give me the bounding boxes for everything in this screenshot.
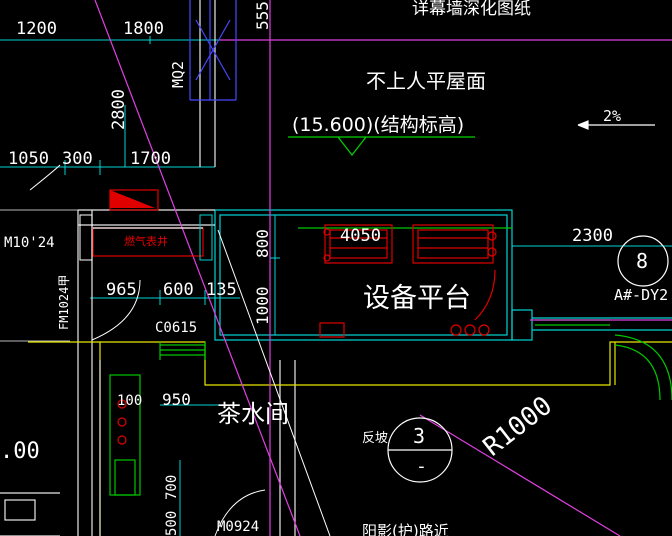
wall-lines	[0, 0, 296, 536]
green-lines	[109, 227, 672, 496]
yellow-outline	[28, 341, 672, 536]
gas-meter-label: 燃气表井	[124, 234, 168, 248]
equipment-circles-icon	[319, 269, 496, 338]
dim-2300: 2300	[572, 226, 613, 246]
roof-label: 不上人平屋面	[366, 69, 486, 93]
dim-950: 950	[162, 390, 191, 409]
door-m1024-label: M10'24	[4, 235, 55, 251]
magenta-lines	[94, 0, 672, 536]
dim-100: 100	[117, 393, 142, 409]
dim-600: 600	[163, 280, 194, 300]
dim-1800: 1800	[123, 19, 164, 39]
ac-unit-left-icon	[323, 224, 393, 264]
blue-lines	[189, 0, 237, 101]
cyan-dimension-lines	[0, 36, 672, 536]
dim-965: 965	[106, 280, 137, 300]
tea-room-label: 茶水间	[217, 400, 289, 428]
radius-label: R1000	[478, 391, 558, 463]
dim-1200: 1200	[16, 19, 57, 39]
dim-1700: 1700	[130, 149, 171, 169]
equipment-platform-label: 设备平台	[363, 283, 471, 314]
left-dim-partial: .00	[0, 439, 40, 464]
roof-elevation: (15.600)(结构标高)	[292, 114, 464, 136]
header-text: 详幕墙深化图纸	[412, 0, 531, 19]
dim-800: 800	[253, 229, 272, 258]
dim-500: 500	[164, 511, 180, 536]
roof-slope: 2%	[603, 107, 621, 125]
door-fm1024-label: FM1024甲	[57, 275, 71, 330]
dim-555: 555	[253, 1, 272, 30]
dim-1000: 1000	[253, 286, 272, 325]
detail-sheet: -	[416, 456, 427, 477]
slope-note: 反坡	[362, 431, 388, 446]
door-mq2-label: MQ2	[169, 61, 187, 88]
detail-number: 3	[413, 424, 425, 448]
axis-number: 8	[636, 249, 648, 273]
detail-bubble-icon	[387, 417, 453, 483]
gas-meter-icon	[79, 189, 213, 261]
slope-arrow-icon	[577, 120, 655, 130]
dim-135: 135	[206, 280, 237, 300]
dim-700: 700	[164, 475, 180, 500]
equipment-platform-outline	[214, 209, 672, 341]
dim-300: 300	[62, 149, 93, 169]
axis-bubble-icon	[617, 235, 669, 287]
door-m0924-label: M0924	[217, 519, 259, 535]
tea-room-fixture-icon	[117, 399, 127, 445]
elevation-marker-icon	[288, 136, 475, 156]
axis-label: A#-DY2	[614, 286, 668, 304]
dim-1050: 1050	[8, 149, 49, 169]
dim-4050: 4050	[340, 226, 381, 246]
misc-white-lines	[29, 164, 331, 536]
dim-2800: 2800	[109, 89, 129, 130]
ac-unit-right-icon	[412, 224, 497, 264]
window-c0615-label: C0615	[155, 320, 197, 336]
bottom-note: 阳影(护)路近	[362, 522, 449, 536]
